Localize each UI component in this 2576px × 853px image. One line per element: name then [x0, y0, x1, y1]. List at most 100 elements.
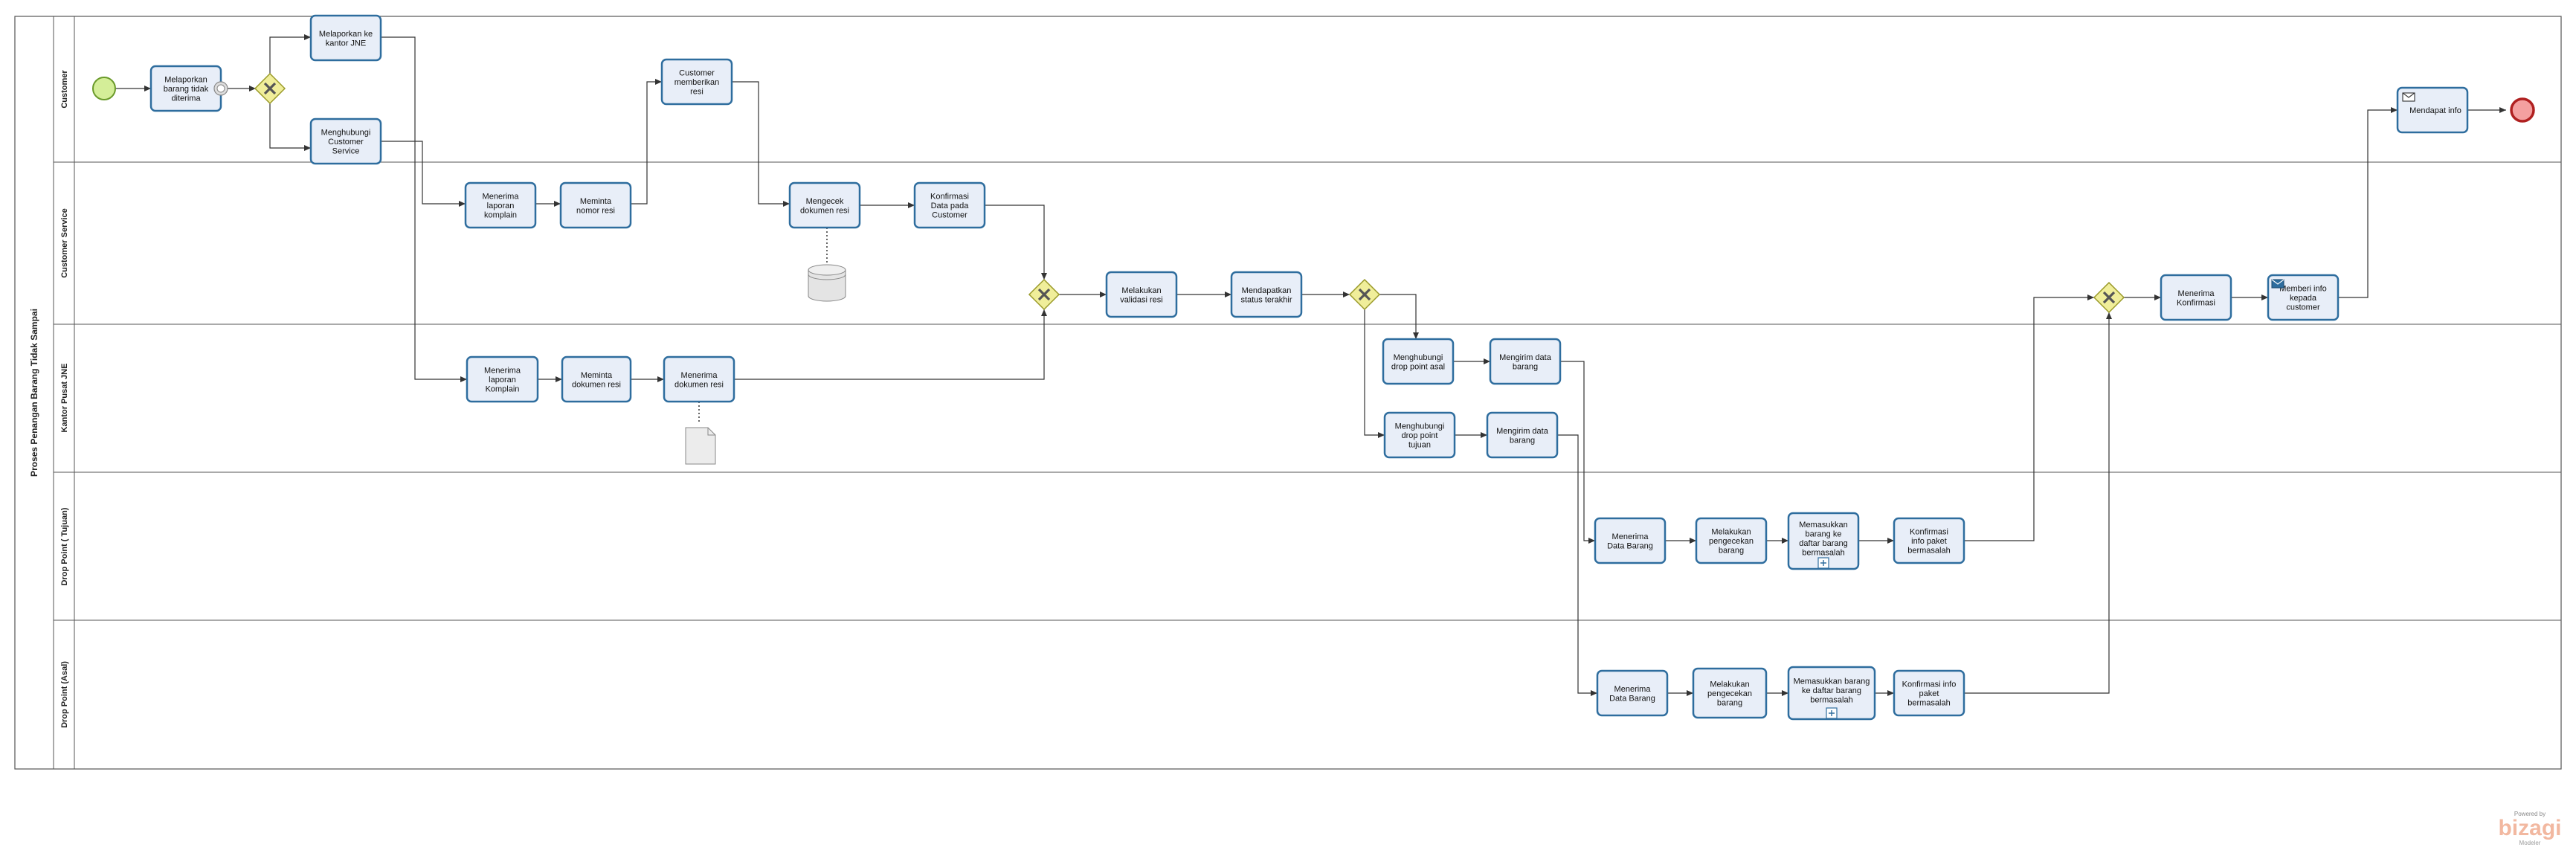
task-box[interactable]	[913, 181, 986, 229]
task-label-line: bermasalah	[1907, 547, 1950, 556]
task-label-line: tujuan	[1408, 441, 1431, 450]
task-label-line: Komplain	[486, 385, 520, 394]
data-object-icon	[685, 427, 716, 465]
task-label-line: Melakukan	[1710, 680, 1749, 689]
task-label-line: Data Barang	[1607, 541, 1653, 550]
task-box[interactable]	[1596, 669, 1669, 717]
task-box[interactable]	[1489, 338, 1562, 385]
task-box[interactable]	[1230, 271, 1303, 318]
brand-name: bizagi	[2498, 816, 2562, 840]
task-box[interactable]	[309, 118, 382, 165]
task-box[interactable]	[788, 181, 861, 229]
task-box[interactable]	[1486, 411, 1559, 459]
task-box[interactable]	[1787, 512, 1860, 570]
pool: Proses Penangan Barang Tidak Sampai	[14, 16, 2562, 770]
task-label-line: paket	[1919, 689, 1939, 698]
task-label-line: Konfirmasi info	[1902, 680, 1957, 689]
task-label-line: Customer	[679, 69, 715, 78]
task-box[interactable]	[1382, 338, 1455, 385]
task-label-line: Meminta	[581, 371, 613, 380]
task-label-line: dokumen resi	[800, 206, 849, 215]
task-label-line: Mengirim data	[1496, 427, 1549, 436]
task-label-line: customer	[2286, 303, 2320, 312]
task-label-line: Menghubungi	[1394, 353, 1443, 362]
task-box[interactable]	[309, 14, 382, 62]
task-box[interactable]	[466, 355, 539, 403]
task-label-line: barang tidak	[164, 85, 209, 94]
exclusive-gateway-g1[interactable]	[254, 72, 286, 105]
task-label-line: barang	[1717, 699, 1742, 708]
task-label-line: barang	[1513, 362, 1538, 371]
task-box[interactable]	[660, 58, 733, 106]
exclusive-gateway-g2[interactable]	[1028, 278, 1060, 311]
task-box[interactable]	[464, 181, 537, 229]
envelope-flap	[2402, 92, 2415, 98]
task-box[interactable]	[1787, 666, 1876, 721]
task-label-line: Menerima	[484, 367, 521, 376]
task-box[interactable]	[1692, 667, 1768, 719]
task-box[interactable]	[561, 355, 632, 403]
task-box[interactable]	[559, 181, 632, 229]
task-label-line: kantor JNE	[326, 39, 366, 48]
lane-label-drop-point-asal: Drop Point (Asal)	[60, 661, 69, 728]
task-box[interactable]	[1893, 517, 1965, 564]
task-box[interactable]	[663, 355, 735, 403]
plus-icon	[1829, 710, 1835, 716]
task-box[interactable]	[1383, 411, 1456, 459]
task-label-line: Melaporkan	[164, 76, 207, 85]
sequence-flows	[116, 34, 2506, 696]
task-label-line: resi	[690, 88, 703, 97]
task-box[interactable]	[2160, 274, 2232, 321]
task-box[interactable]	[1893, 669, 1965, 717]
task-label-line: Data pada	[931, 202, 970, 210]
task-box[interactable]	[1695, 517, 1768, 564]
task-t5[interactable]: Mendapat info	[2396, 86, 2469, 134]
task-label-line: diterima	[171, 94, 201, 103]
start-event	[92, 77, 116, 100]
task-label-line: Memberi info	[2279, 285, 2327, 294]
task-label-line: Menghubungi	[321, 129, 371, 138]
x-icon	[1358, 288, 1371, 301]
task-label-line: dokumen resi	[674, 380, 724, 389]
task-box[interactable]	[1594, 517, 1667, 564]
task-box[interactable]	[2267, 274, 2340, 321]
task-label-line: Melaporkan ke	[319, 30, 373, 39]
exclusive-gateway-g3[interactable]	[1348, 278, 1381, 311]
task-label-line: validasi resi	[1120, 295, 1162, 304]
task-box[interactable]	[1105, 271, 1178, 318]
exclusive-gateway-g4[interactable]	[2093, 281, 2125, 314]
task-label-line: info paket	[1911, 537, 1947, 546]
x-icon	[1037, 288, 1051, 301]
task-label-line: dokumen resi	[572, 380, 621, 389]
task-label-line: Customer	[932, 211, 967, 220]
task-label-line: pengecekan	[1709, 537, 1754, 546]
